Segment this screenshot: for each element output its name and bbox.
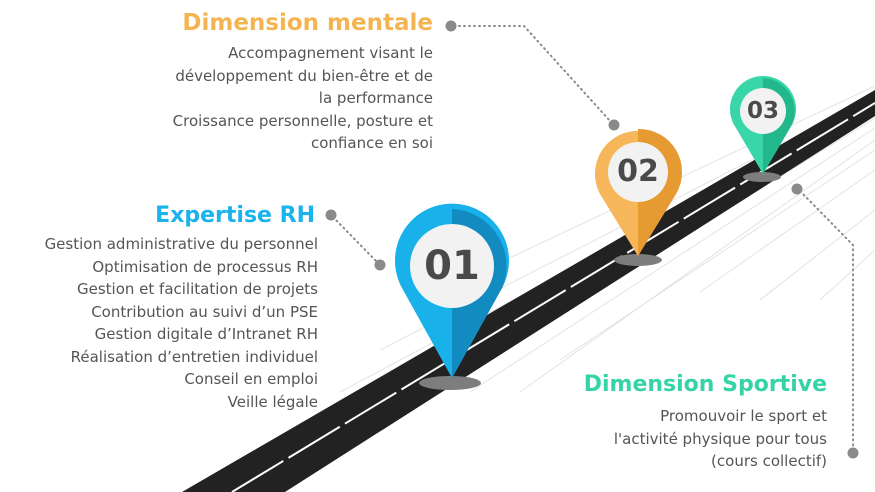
connector-rh bbox=[332, 216, 378, 263]
section-title-dimension-mentale: Dimension mentale bbox=[182, 10, 433, 36]
section-line: Gestion administrative du personnel bbox=[44, 235, 318, 253]
section-line: Gestion et facilitation de projets bbox=[77, 280, 318, 298]
connector-mentale bbox=[453, 25, 612, 123]
section-title-dimension-sportive: Dimension Sportive bbox=[583, 372, 827, 397]
section-line: Gestion digitale d’Intranet RH bbox=[94, 325, 318, 343]
section-line: confiance en soi bbox=[311, 134, 433, 152]
section-line: la performance bbox=[318, 89, 433, 107]
pin-shadow-02 bbox=[614, 254, 662, 266]
section-line: développement du bien-être et de bbox=[175, 66, 433, 85]
pin-number-03: 03 bbox=[746, 98, 779, 124]
section-line: Veille légale bbox=[227, 392, 318, 411]
section-line: Accompagnement visant le bbox=[228, 44, 433, 62]
pin-number-01: 01 bbox=[424, 243, 480, 289]
section-line: Contribution au suivi d’un PSE bbox=[91, 302, 318, 321]
map-pin-01 bbox=[395, 203, 510, 378]
pin-shadow-03 bbox=[743, 172, 781, 182]
connector-dots bbox=[325, 20, 859, 459]
section-line: l'activité physique pour tous bbox=[613, 429, 827, 448]
connector-sportive bbox=[799, 190, 854, 450]
pin-number-02: 02 bbox=[617, 154, 659, 189]
section-line: (cours collectif) bbox=[711, 452, 827, 470]
map-pin-02 bbox=[595, 128, 683, 256]
road-marking bbox=[231, 102, 875, 492]
section-lines-dimension-sportive: Promouvoir le sport et l'activité physiqu… bbox=[614, 405, 827, 473]
section-line: Promouvoir le sport et bbox=[660, 407, 827, 425]
section-title-expertise-rh: Expertise RH bbox=[155, 203, 315, 228]
section-line: Optimisation de processus RH bbox=[92, 257, 318, 276]
pin-shadow-01 bbox=[419, 376, 481, 390]
section-lines-dimension-mentale: Accompagnement visant le développement du… bbox=[173, 42, 433, 155]
road bbox=[182, 90, 875, 492]
section-line: Réalisation d’entretien individuel bbox=[70, 347, 318, 366]
section-line: Conseil en emploi bbox=[184, 370, 318, 388]
map-pin-03 bbox=[730, 76, 797, 174]
connectors bbox=[332, 25, 854, 450]
section-line: Croissance personnelle, posture et bbox=[172, 111, 433, 130]
